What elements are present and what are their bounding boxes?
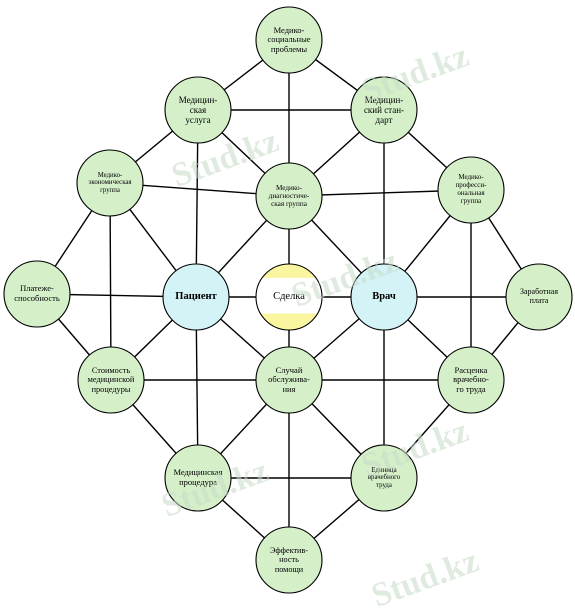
node-platezh — [3, 260, 71, 328]
node-circle-unit — [350, 444, 418, 512]
node-circle-medeco — [76, 149, 144, 217]
node-unit — [350, 444, 418, 512]
node-cost — [77, 346, 145, 414]
node-circle-medusl — [164, 76, 232, 144]
node-circle-platezh — [3, 260, 71, 328]
network-diagram — [3, 6, 573, 594]
node-medusl — [164, 76, 232, 144]
node-circle-meddiag — [255, 162, 323, 230]
node-circle-medstd — [350, 76, 418, 144]
node-medproc — [164, 444, 232, 512]
deal-band-top — [256, 264, 322, 278]
deal-band-bottom — [256, 313, 322, 330]
node-case — [255, 346, 323, 414]
node-salary — [505, 263, 573, 331]
node-circle-effect — [255, 526, 323, 594]
node-medeco — [76, 149, 144, 217]
node-circle-rate — [437, 346, 505, 414]
node-circle-doctor — [350, 263, 418, 331]
node-effect — [255, 526, 323, 594]
node-doctor — [350, 263, 418, 331]
node-meddiag — [255, 162, 323, 230]
node-medstd — [350, 76, 418, 144]
node-circle-medsoc — [255, 6, 323, 74]
node-patient — [162, 263, 230, 331]
node-circle-salary — [505, 263, 573, 331]
node-circle-medproc — [164, 444, 232, 512]
node-medprof — [437, 156, 505, 224]
nodes-layer — [3, 6, 573, 594]
node-medsoc — [255, 6, 323, 74]
node-rate — [437, 346, 505, 414]
deal-circle-outline — [255, 263, 323, 331]
node-circle-patient — [162, 263, 230, 331]
node-deal — [255, 263, 323, 331]
node-circle-cost — [77, 346, 145, 414]
node-circle-case — [255, 346, 323, 414]
node-circle-medprof — [437, 156, 505, 224]
